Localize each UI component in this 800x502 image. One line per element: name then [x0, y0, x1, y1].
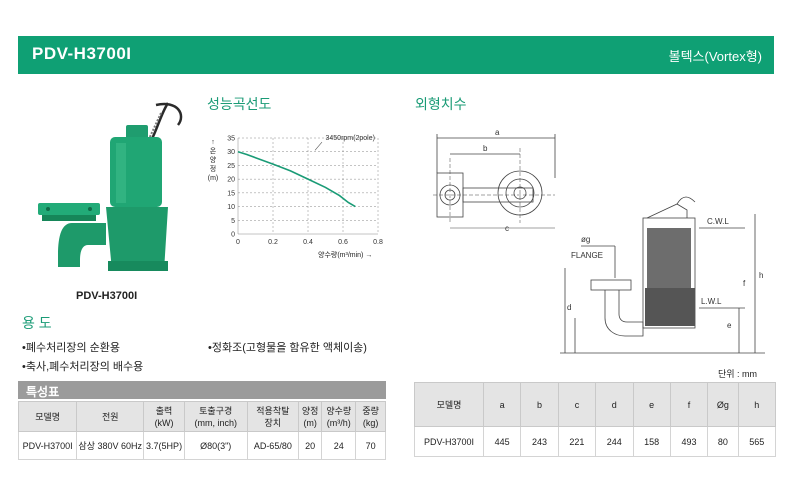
dim-cell-model: PDV-H3700I [414, 426, 484, 457]
dim-header-f: f [669, 382, 709, 427]
performance-chart: 0 5 10 15 20 25 30 35 0 0.2 0.4 0.6 0.8 3450rpm(2pol… [227, 135, 383, 247]
dim-label-g: øg [581, 235, 590, 244]
dim-header-c: c [557, 382, 597, 427]
use-item-2: •정화조(고형물을 함유한 액체이송) [208, 342, 367, 354]
dim-header-a: a [482, 382, 522, 427]
chart-ticks: 0 5 10 15 20 25 30 35 0 0.2 0.4 0.6 0.8 [227, 136, 383, 247]
y-tick-label: 15 [227, 190, 235, 197]
dimension-table: 모델명 a b c d e f Øg h PDV-H3700I 445 243 … [414, 382, 777, 457]
spec-cell-power: 삼상 380V 60Hz [76, 431, 145, 460]
cwl-label: C.W.L [707, 217, 729, 226]
spec-header-weight: 중량 (kg) [355, 401, 386, 432]
dim-header-model: 모델명 [414, 382, 484, 427]
curve-title: 성능곡선도 [207, 96, 272, 112]
dim-label-b: b [483, 144, 488, 153]
dim-cell-h: 565 [737, 426, 777, 457]
spec-cell-output: 3.7(5HP) [143, 431, 185, 460]
annotation-leader [314, 141, 323, 151]
curve-x-label: 양수량(m³/min) → [318, 252, 373, 259]
spec-header-outlet: 토출구경 (mm, inch) [183, 401, 248, 432]
y-label-char-1: 온 [209, 148, 217, 155]
spec-header-capacity: 양수량 (m³/h) [321, 401, 357, 432]
spec-header-output: 출력 (kW) [143, 401, 185, 432]
discharge-flange [38, 203, 100, 215]
y-tick-label: 0 [231, 232, 235, 239]
dim-label-e: e [727, 321, 732, 330]
dim-cell-b: 243 [520, 426, 559, 457]
curve-y-label: ↑ 온 양 정 (m) [207, 138, 219, 183]
dim-cell-a: 445 [482, 426, 522, 457]
dim-cell-e: 158 [632, 426, 671, 457]
spec-header-model: 모델명 [17, 401, 78, 432]
dimension-drawing: a b c øg FLANGE C.W.L L.W.L h f d e [433, 128, 765, 354]
x-tick-label: 0.4 [303, 239, 313, 246]
dim-row: PDV-H3700I 445 243 221 244 158 493 80 56… [414, 426, 777, 457]
y-tick-label: 5 [231, 218, 235, 225]
x-tick-label: 0.2 [268, 239, 278, 246]
dim-header-d: d [595, 382, 634, 427]
y-tick-label: 20 [227, 177, 235, 184]
spec-table-bar: 특성표 [18, 381, 386, 399]
y-label-arrow: ↑ [211, 139, 215, 146]
dimension-title: 외형치수 [415, 96, 467, 112]
x-tick-label: 0 [236, 239, 240, 246]
y-label-char-3: 정 [209, 166, 217, 173]
rpm-annotation: 3450rpm(2pole) [326, 135, 375, 142]
dim-header-b: b [520, 382, 559, 427]
x-tick-label: 0.8 [373, 239, 383, 246]
header-bar: PDV-H3700I 볼텍스(Vortex형) [18, 36, 774, 74]
discharge-elbow [58, 223, 106, 267]
dim-label-h: h [759, 271, 763, 280]
spec-cell-device: AD-65/80 [246, 431, 300, 460]
model-title: PDV-H3700I [32, 44, 132, 63]
dim-cell-g: 80 [707, 426, 739, 457]
y-tick-label: 10 [227, 204, 235, 211]
lwl-label: L.W.L [701, 297, 722, 306]
y-label-char-2: 양 [209, 157, 217, 164]
chain [147, 112, 162, 142]
y-tick-label: 25 [227, 163, 235, 170]
unit-label: 단위 : mm [718, 369, 758, 379]
product-caption: PDV-H3700I [76, 290, 138, 302]
side-view [560, 196, 765, 354]
spec-cell-outlet: Ø80(3") [183, 431, 248, 460]
dim-header-h: h [737, 382, 777, 427]
side-view-body [642, 217, 696, 329]
use-item-3: •축사,폐수처리장의 배수용 [22, 361, 144, 373]
use-item-1: •폐수처리장의 순환용 [22, 342, 120, 354]
spec-cell-model: PDV-H3700I [17, 431, 78, 460]
x-tick-label: 0.6 [338, 239, 348, 246]
dim-label-a: a [495, 128, 500, 137]
dim-label-d: d [567, 303, 571, 312]
motor-cap [126, 125, 148, 139]
dim-label-f: f [743, 279, 746, 288]
spec-cell-capacity: 24 [321, 431, 357, 460]
pump-illustration [38, 102, 183, 271]
dim-label-c: c [505, 224, 509, 233]
y-label-unit: (m) [207, 175, 219, 182]
dim-cell-c: 221 [557, 426, 597, 457]
spec-header-head: 양정 (m) [298, 401, 323, 432]
spec-table-title: 특성표 [26, 385, 60, 399]
dim-header-g: Øg [707, 382, 739, 427]
flange-label: FLANGE [571, 251, 603, 260]
spec-table: 모델명 전원 출력 (kW) 토출구경 (mm, inch) 적용착탈 장치 양… [17, 401, 386, 460]
spec-row: PDV-H3700I 삼상 380V 60Hz 3.7(5HP) Ø80(3")… [17, 431, 386, 460]
dim-header-e: e [632, 382, 671, 427]
chart-grid [237, 137, 379, 235]
spec-header-device: 적용착탈 장치 [246, 401, 300, 432]
spec-header-power: 전원 [76, 401, 145, 432]
spec-cell-head: 20 [298, 431, 323, 460]
y-tick-label: 30 [227, 149, 235, 156]
performance-curve-line [237, 150, 356, 208]
y-tick-label: 35 [227, 136, 235, 143]
pump-casing [106, 207, 168, 271]
top-view [433, 134, 556, 223]
spec-cell-weight: 70 [355, 431, 386, 460]
dim-cell-f: 493 [669, 426, 709, 457]
dim-cell-d: 244 [595, 426, 634, 457]
uses-title: 용 도 [22, 315, 52, 331]
pump-type-label: 볼텍스(Vortex형) [668, 49, 762, 64]
